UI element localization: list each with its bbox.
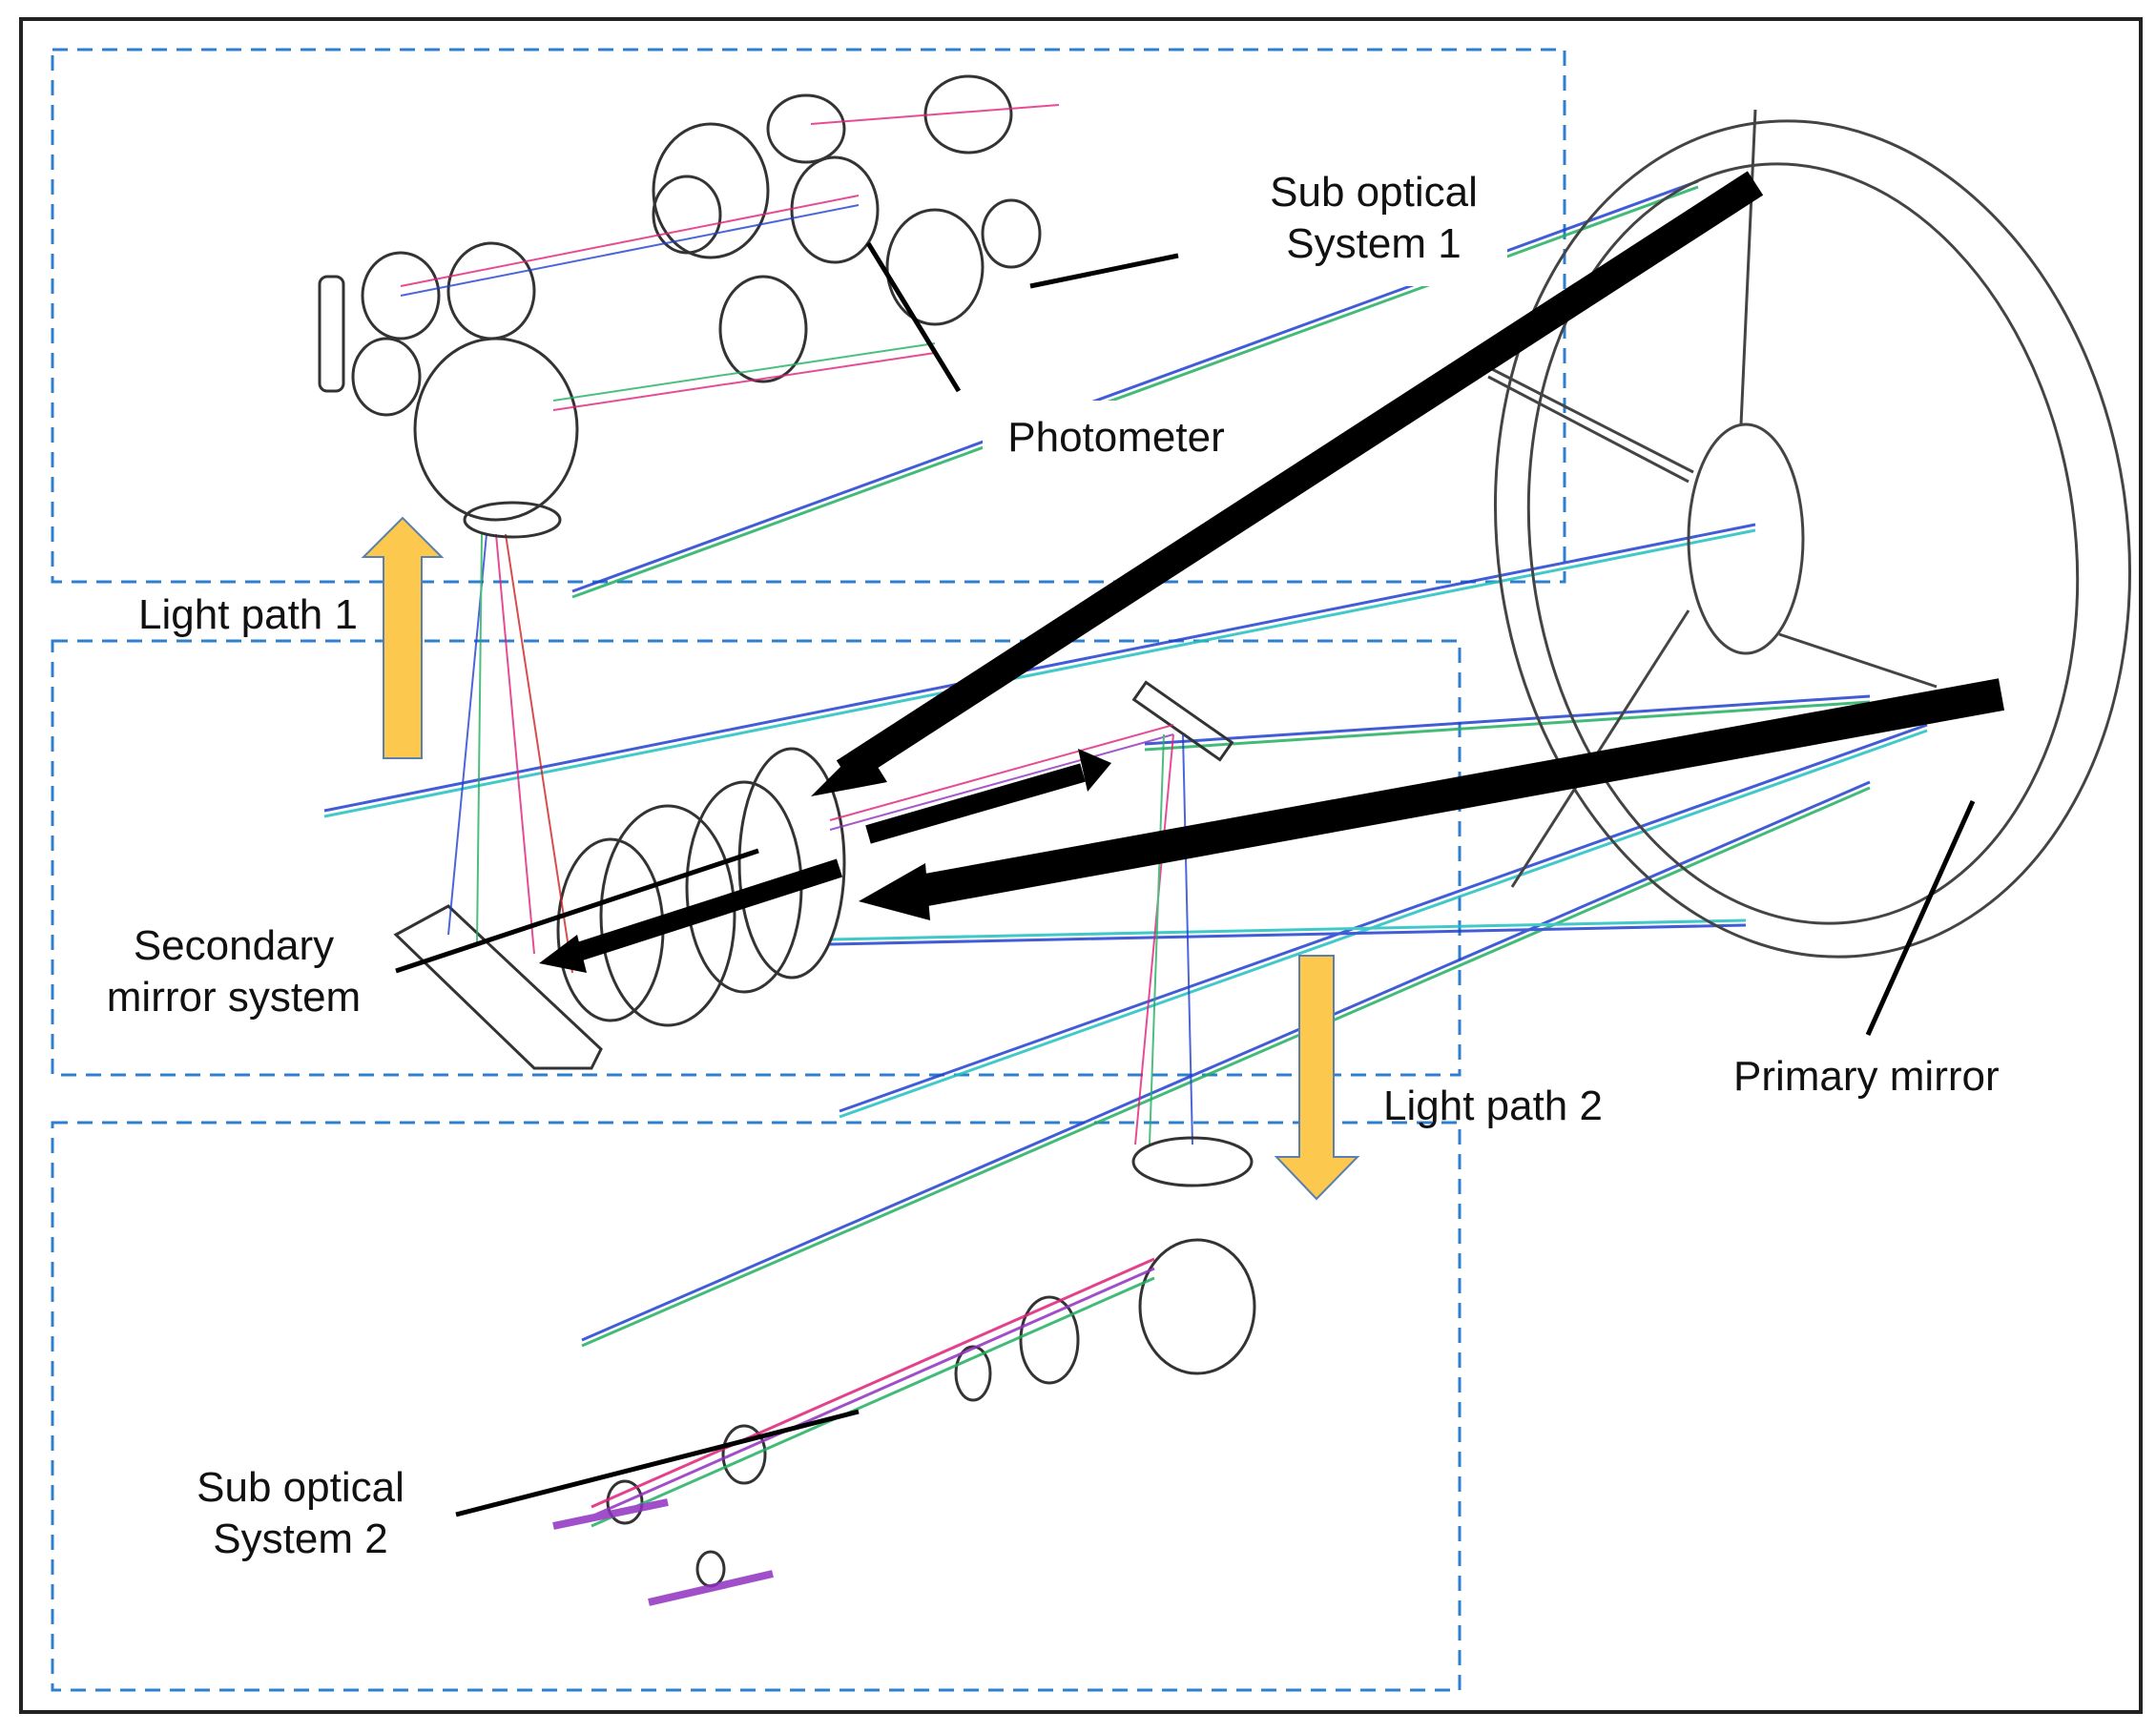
label-sub-optical-system-1: Sub optical System 1 bbox=[1240, 167, 1507, 270]
label-light-path-2: Light path 2 bbox=[1383, 1083, 1603, 1129]
label-primary-mirror: Primary mirror bbox=[1733, 1053, 2000, 1100]
pointer-secondary-inner-head-right bbox=[1078, 749, 1111, 792]
sub-optical-system-2-rays bbox=[552, 1257, 1155, 1606]
label-sub-optical-2-line-2: System 2 bbox=[213, 1516, 388, 1562]
primary-mirror-drawing bbox=[1487, 109, 2131, 959]
leader-photometer bbox=[865, 241, 962, 393]
leader-secondary-mirror bbox=[395, 848, 759, 974]
sub-optical-system-1-box bbox=[51, 48, 1566, 584]
sub-optical-system-2-box bbox=[51, 1121, 1462, 1692]
label-secondary-mirror-system: Secondary mirror system bbox=[91, 920, 377, 1023]
label-secondary-line-2: mirror system bbox=[106, 974, 362, 1021]
label-sub-optical-1-line-1: Sub optical bbox=[1270, 169, 1478, 216]
sub-optical-system-2-drawing bbox=[606, 1136, 1256, 1588]
leader-sub-optical-2 bbox=[455, 1409, 860, 1517]
pointer-secondary-left bbox=[569, 858, 843, 963]
leader-lines bbox=[395, 241, 1976, 1517]
secondary-mirror-rays bbox=[447, 533, 1193, 1145]
leader-primary-mirror bbox=[1865, 799, 1976, 1037]
pointer-primary-lower bbox=[912, 678, 2005, 908]
leader-sub-optical-1 bbox=[1029, 253, 1179, 289]
pointer-primary-lower-head bbox=[859, 863, 930, 920]
pointer-secondary-left-head bbox=[539, 935, 587, 973]
pointer-primary-upper bbox=[836, 171, 1764, 785]
label-backing-photometer bbox=[983, 401, 1250, 477]
light-path-2-arrow bbox=[1274, 955, 1360, 1201]
label-sub-optical-system-2: Sub optical System 2 bbox=[172, 1462, 429, 1565]
pointer-arrows bbox=[539, 171, 2005, 973]
label-sub-optical-1-line-2: System 1 bbox=[1286, 220, 1462, 267]
sub-optical-system-1-drawing bbox=[318, 74, 1042, 539]
sub-optical-system-1-rays bbox=[400, 104, 1060, 411]
pointer-secondary-inner bbox=[865, 763, 1086, 844]
pointer-primary-upper-head bbox=[811, 744, 887, 796]
label-photometer: Photometer bbox=[1007, 414, 1225, 461]
label-sub-optical-2-line-1: Sub optical bbox=[197, 1464, 404, 1511]
label-secondary-line-1: Secondary bbox=[133, 922, 335, 969]
label-light-path-1: Light path 1 bbox=[138, 591, 358, 638]
label-backing-sub-optical-1 bbox=[1240, 162, 1507, 286]
secondary-mirror-system-box bbox=[51, 639, 1462, 1077]
light-path-1-arrow bbox=[361, 516, 445, 759]
incoming-rays bbox=[323, 179, 1928, 1348]
